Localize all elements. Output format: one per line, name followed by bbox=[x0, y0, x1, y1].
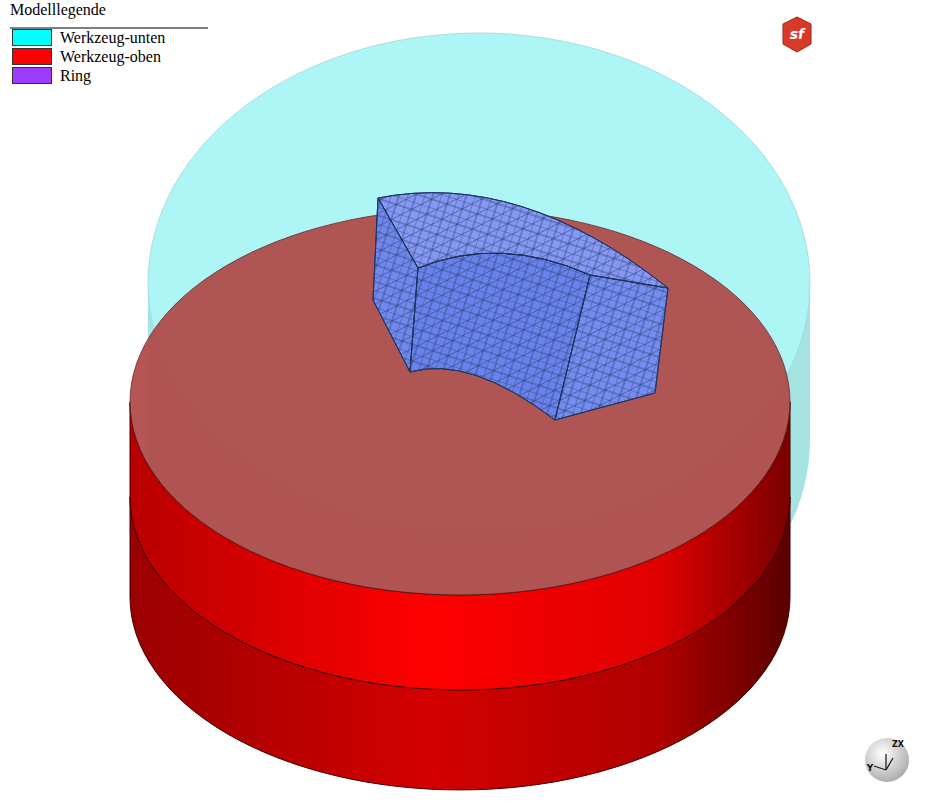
axis-sphere bbox=[865, 738, 909, 782]
legend-entry: Werkzeug-unten bbox=[10, 28, 165, 47]
axis-label: Y bbox=[867, 764, 874, 773]
legend-swatch bbox=[12, 48, 52, 65]
legend-entry: Werkzeug-oben bbox=[10, 47, 165, 66]
legend-label: Werkzeug-oben bbox=[60, 48, 161, 66]
legend-title: Modelllegende bbox=[10, 0, 165, 28]
axis-label: ZX bbox=[892, 741, 904, 749]
tool-face bbox=[130, 209, 790, 595]
legend-entry: Ring bbox=[10, 66, 165, 85]
legend-swatch bbox=[12, 29, 52, 46]
ring-segment bbox=[373, 193, 668, 420]
legend-swatch bbox=[12, 67, 52, 84]
model-legend: ModelllegendeWerkzeug-untenWerkzeug-oben… bbox=[10, 0, 165, 85]
legend-label: Ring bbox=[60, 67, 91, 85]
legend-label: Werkzeug-unten bbox=[60, 29, 165, 47]
axis-triad bbox=[874, 754, 893, 770]
logo-text: sf bbox=[790, 27, 804, 41]
logo-badge bbox=[783, 17, 811, 52]
